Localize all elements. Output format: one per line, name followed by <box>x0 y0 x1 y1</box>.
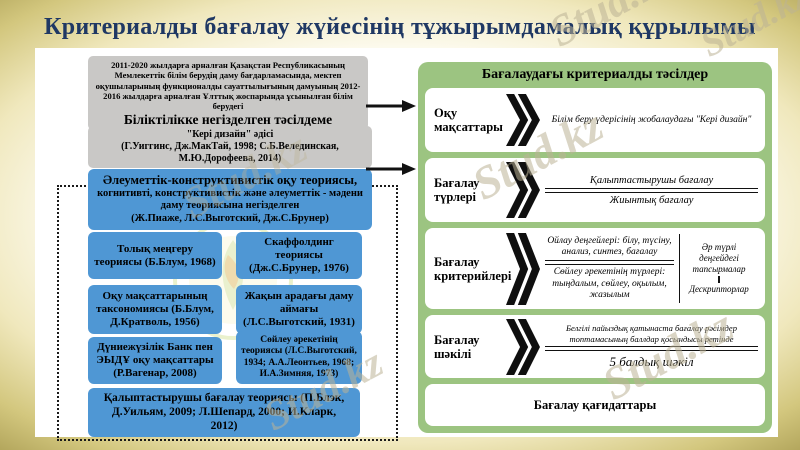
section-learning-objectives: Оқу мақсаттары Білім беру үдерісінің жоб… <box>425 88 765 152</box>
arrow-right-icon <box>366 162 416 180</box>
assessment-principles-box: Бағалау қағидаттары <box>425 384 765 426</box>
section-label: Бағалау түрлері <box>434 176 480 204</box>
socio-heading: Әлеуметтік-конструктивистік оқу теориясы… <box>102 173 358 187</box>
vertical-divider <box>679 234 680 303</box>
socio-subtext: когнитивті, конструктивистік және әлеуме… <box>97 187 363 212</box>
section-label: Оқу мақсаттары <box>434 106 503 134</box>
page-title: Критериалды бағалау жүйесінің тұжырымдам… <box>44 14 756 40</box>
competence-title-text: Біліктілікке негізделген тәсілдеме <box>123 111 333 127</box>
theory-box-worldbank: Дүниежүзілік Банк пен ЭЫДҰ оқу мақсаттар… <box>88 337 222 384</box>
theory-box-mastery: Толық меңгеру теориясы (Б.Блум, 1968) <box>88 232 222 279</box>
section-assessment-types: Бағалау түрлері Қалыптастырушы бағалау Ж… <box>425 158 765 222</box>
theory-box-speech: Сөйлеу әрекетінің теориясы (Л.С.Выготски… <box>236 331 362 384</box>
section-item: Білім беру үдерісінің жобалаудағы "Кері … <box>551 115 752 125</box>
section-assessment-scale: Бағалау шәкілі Белгілі пайыздық қатынаст… <box>425 315 765 378</box>
reverse-design-authors: (Г.Уиггинс, Дж.МакТай, 1998; С.Б.Веледин… <box>121 141 339 164</box>
section-item: Ойлау деңгейлері: білу, түсіну, анализ, … <box>547 235 672 257</box>
section-item: Белгілі пайыздық қатынаста бағалау рәсім… <box>566 323 737 344</box>
reverse-design-title: "Кері дизайн" әдісі <box>186 129 274 140</box>
criteria-approaches-panel: Бағалаудағы критериалды тәсілдер Оқу мақ… <box>418 62 772 433</box>
double-line-divider <box>545 345 758 351</box>
tick-divider <box>718 275 720 283</box>
arrow-right-icon <box>366 99 416 117</box>
double-chevron-icon <box>503 88 543 152</box>
formative-theory-box: Қалыптастырушы бағалау теориясы (П.Блэк,… <box>88 388 360 438</box>
section-side-item: Дескрипторлар <box>689 283 749 294</box>
double-chevron-icon <box>503 158 543 222</box>
section-item: Жиынтық бағалау <box>609 194 694 206</box>
reverse-design-box: "Кері дизайн" әдісі (Г.Уиггинс, Дж.МакТа… <box>88 126 372 168</box>
theory-box-zpd: Жақын арадағы даму аймағы (Л.С.Выготский… <box>236 285 362 334</box>
section-label: Бағалау шәкілі <box>434 332 480 361</box>
double-line-divider <box>545 260 674 266</box>
section-item: Сөйлеу әрекетінің түрлері: тыңдалым, сөй… <box>552 267 667 301</box>
socio-constructivist-box: Әлеуметтік-конструктивистік оқу теориясы… <box>88 169 372 230</box>
section-item: 5 балдық шәкіл <box>609 353 694 369</box>
theory-box-taxonomy: Оқу мақсаттарының таксономиясы (Б.Блум, … <box>88 285 222 334</box>
double-chevron-icon <box>503 315 543 378</box>
competence-intro-text: 2011-2020 жылдарға арналған Қазақстан Ре… <box>95 60 361 112</box>
section-assessment-criteria: Бағалау критерийлері Ойлау деңгейлері: б… <box>425 228 765 309</box>
section-side-item: Әр түрлі деңгейдегі тапсырмалар <box>692 242 746 274</box>
panel-title: Бағалаудағы критериалды тәсілдер <box>481 67 709 82</box>
socio-authors: (Ж.Пиаже, Л.С.Выготский, Дж.С.Брунер) <box>131 212 329 224</box>
theory-box-scaffolding: Скаффолдинг теориясы (Дж.С.Брунер, 1976) <box>236 232 362 279</box>
double-chevron-icon <box>503 228 543 309</box>
double-line-divider <box>545 187 758 193</box>
competence-approach-box: 2011-2020 жылдарға арналған Қазақстан Ре… <box>88 56 368 131</box>
section-item: Қалыптастырушы бағалау <box>589 174 714 186</box>
section-label: Бағалау критерийлері <box>434 254 512 283</box>
